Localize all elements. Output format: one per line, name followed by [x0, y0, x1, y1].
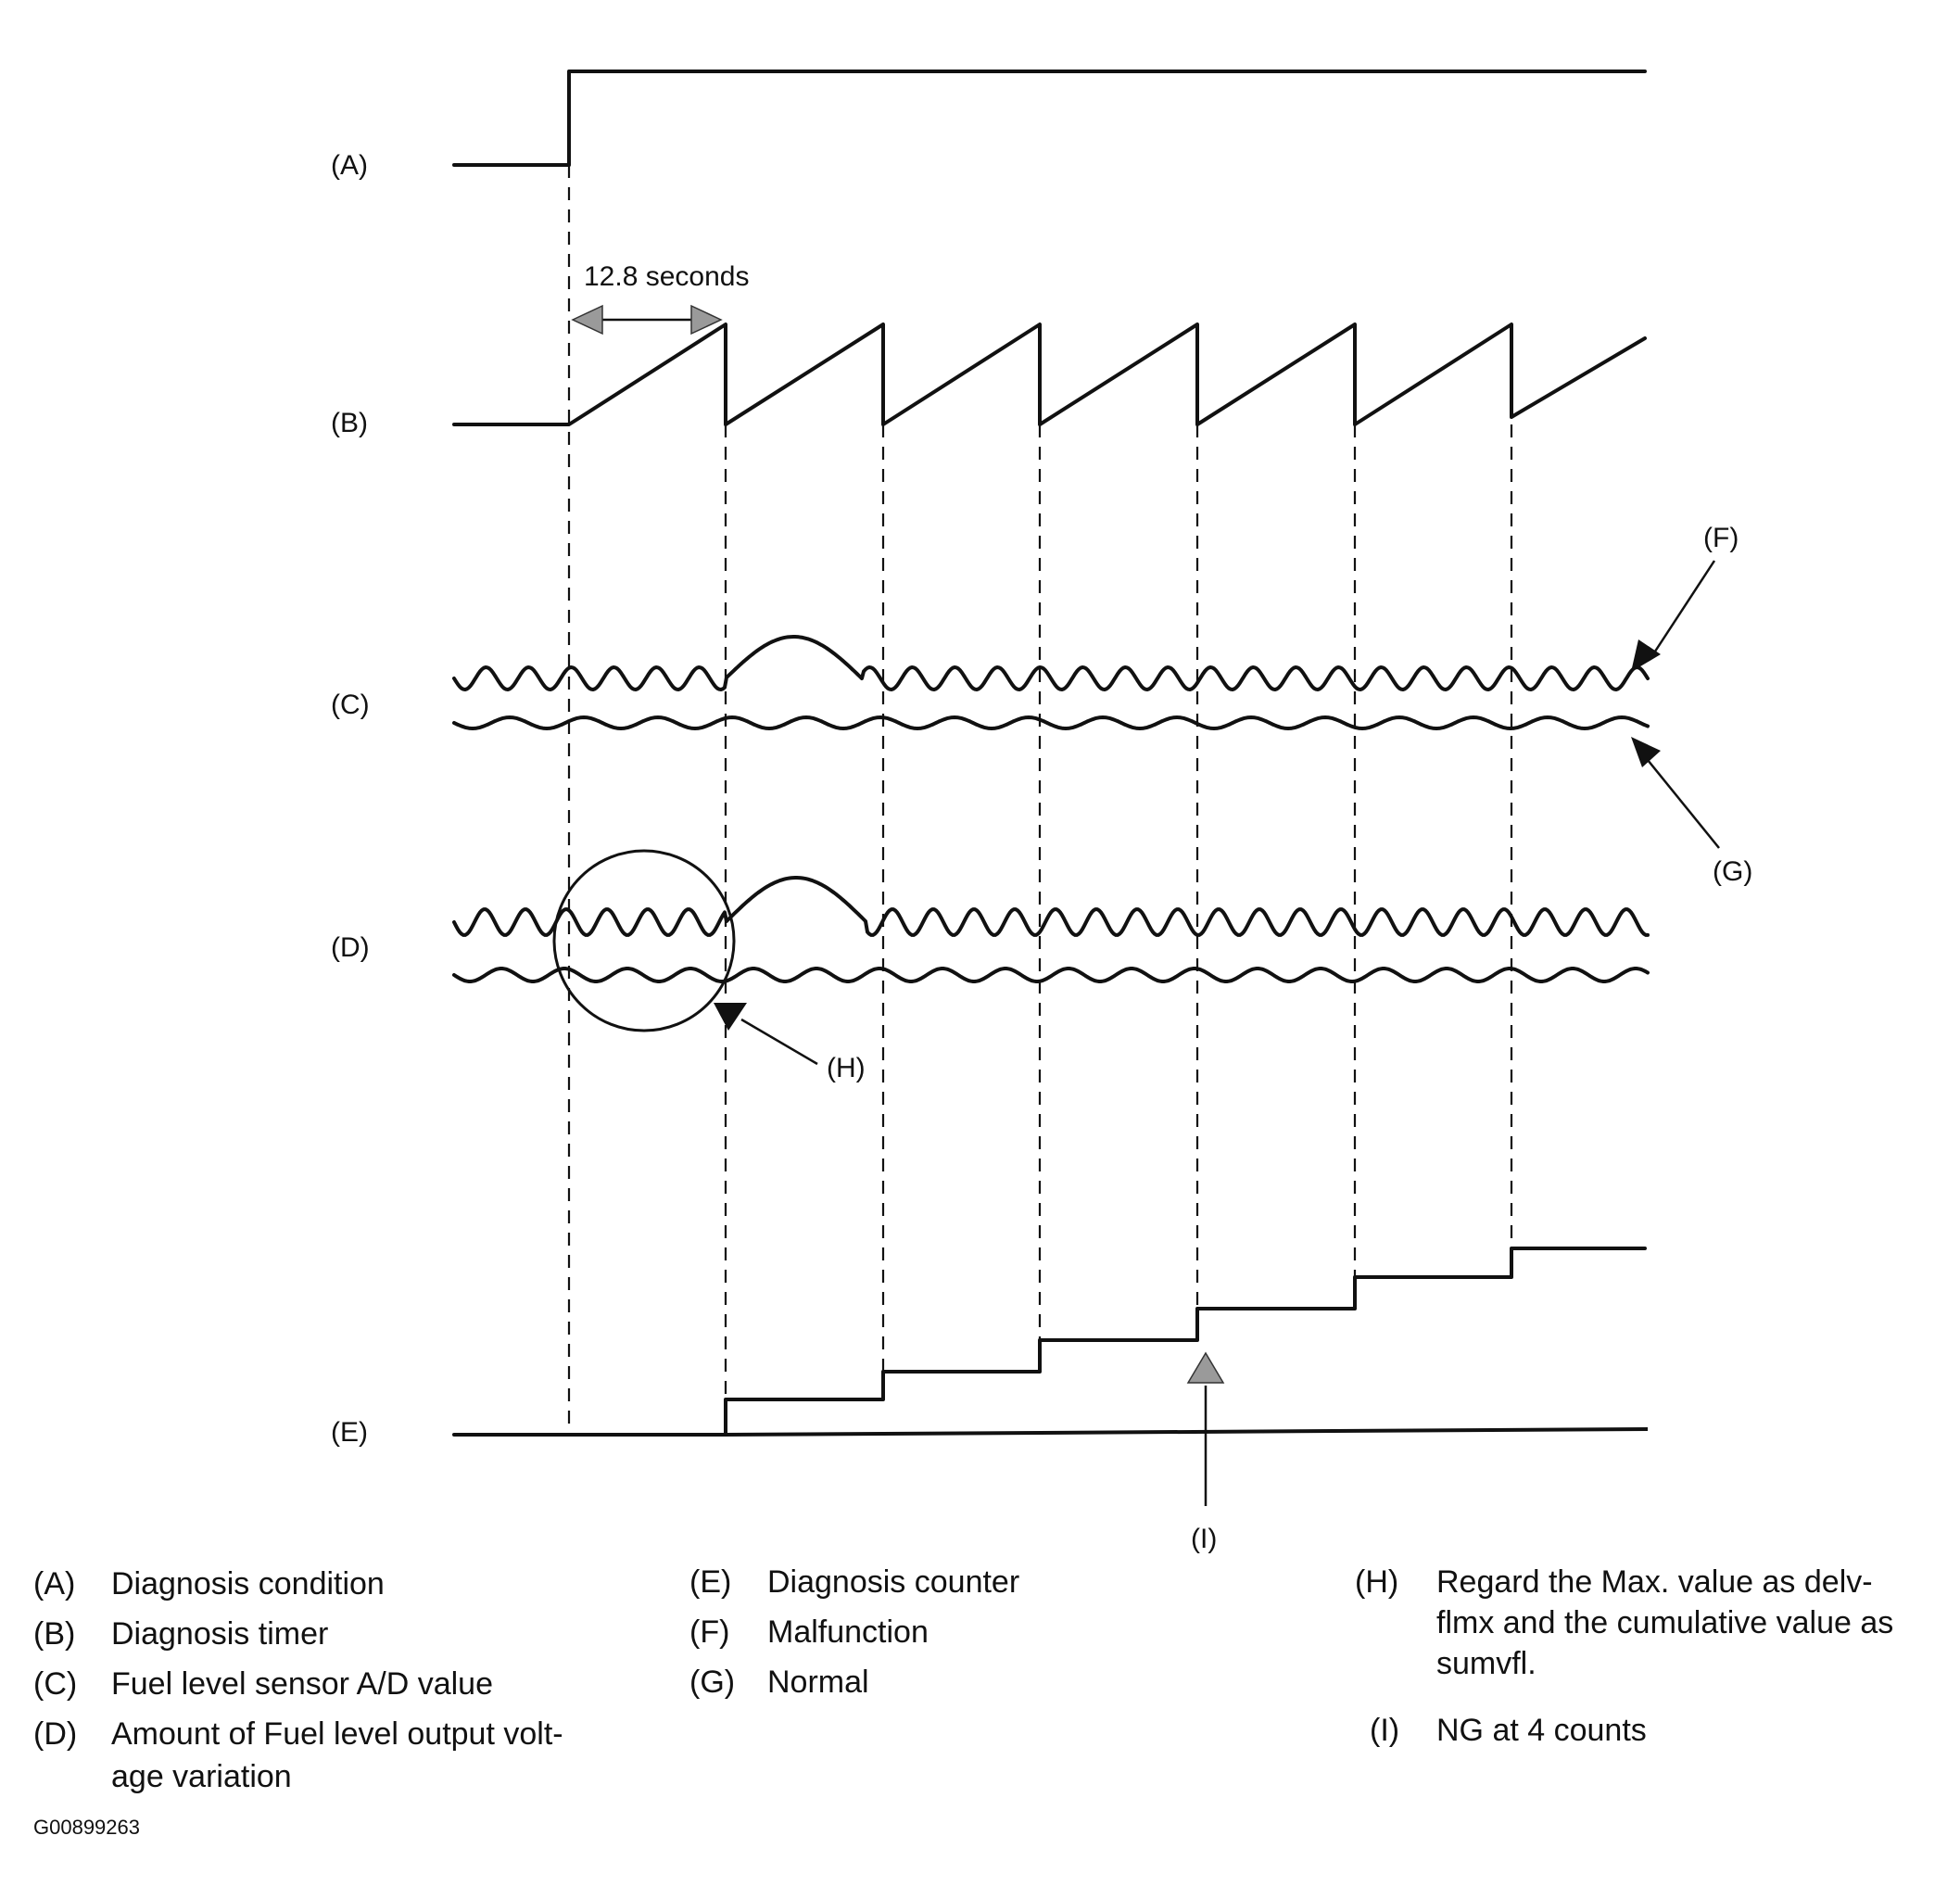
- legend-column-1: (A) Diagnosis condition (B) Diagnosis ti…: [33, 1566, 664, 1807]
- signal-label-a: (A): [331, 150, 368, 181]
- legend-text-line-2: flmx and the cumulative value as: [1436, 1605, 1894, 1640]
- timing-dashed-lines: [567, 165, 1513, 1435]
- callout-label-g: (G): [1713, 856, 1752, 887]
- waveform-c-malfunction: [452, 635, 1650, 691]
- callout-arrow-g: [1647, 759, 1720, 849]
- legend-key: (C): [33, 1666, 78, 1702]
- callout-arrowhead-h: [714, 1003, 747, 1031]
- legend-text-line-1: Amount of Fuel level output volt-: [111, 1716, 563, 1752]
- legend-key: (I): [1370, 1713, 1400, 1748]
- callout-label-f: (F): [1703, 523, 1739, 553]
- legend-column-3: (H) Regard the Max. value as delv- flmx …: [1355, 1564, 1948, 1778]
- callout-arrowhead-f: [1631, 639, 1661, 672]
- legend-text: Diagnosis timer: [111, 1616, 329, 1652]
- signal-label-d: (D): [331, 932, 370, 963]
- legend-key: (B): [33, 1616, 76, 1652]
- legend-key: (D): [33, 1716, 78, 1752]
- callout-arrowhead-i: [1186, 1351, 1225, 1384]
- legend-text-line-2: age variation: [111, 1759, 292, 1794]
- legend-text: Fuel level sensor A/D value: [111, 1666, 493, 1702]
- legend-key: (F): [689, 1614, 730, 1650]
- waveform-d-lower: [452, 967, 1650, 983]
- legend-text: Malfunction: [767, 1614, 929, 1650]
- legend-text: Diagnosis counter: [767, 1564, 1020, 1600]
- callout-arrow-h: [740, 1018, 818, 1066]
- legend-text: NG at 4 counts: [1436, 1713, 1647, 1748]
- waveform-d-upper: [452, 876, 1650, 937]
- waveform-e-baseline: [725, 1427, 1649, 1437]
- callout-arrowhead-g: [1631, 737, 1661, 767]
- legend-key: (E): [689, 1564, 732, 1600]
- legend-column-2: (E) Diagnosis counter (F) Malfunction (G…: [689, 1564, 1208, 1722]
- legend-text-line-1: Regard the Max. value as delv-: [1436, 1564, 1873, 1600]
- highlight-circle: [552, 849, 736, 1032]
- waveform-c-normal: [452, 715, 1650, 730]
- interval-arrow: [571, 304, 723, 335]
- signal-label-e: (E): [331, 1417, 368, 1448]
- callout-arrow-f: [1648, 560, 1716, 661]
- waveform-e-diagnosis-counter: [452, 1247, 1647, 1437]
- legend-key: (G): [689, 1665, 736, 1700]
- legend-key: (A): [33, 1566, 76, 1601]
- signal-label-c: (C): [331, 690, 370, 720]
- callout-label-h: (H): [827, 1053, 866, 1083]
- waveform-b-diagnosis-timer: [452, 323, 1647, 426]
- legend-text-line-3: sumvfl.: [1436, 1646, 1536, 1681]
- legend-text: Diagnosis condition: [111, 1566, 385, 1601]
- legend-key: (H): [1355, 1564, 1399, 1600]
- waveform-a-diagnosis-condition: [452, 70, 1647, 167]
- signal-label-b: (B): [331, 408, 368, 438]
- legend-text: Normal: [767, 1665, 869, 1700]
- callout-label-i: (I): [1191, 1524, 1217, 1554]
- interval-label: 12.8 seconds: [584, 261, 749, 292]
- figure-id: G00899263: [33, 1816, 140, 1839]
